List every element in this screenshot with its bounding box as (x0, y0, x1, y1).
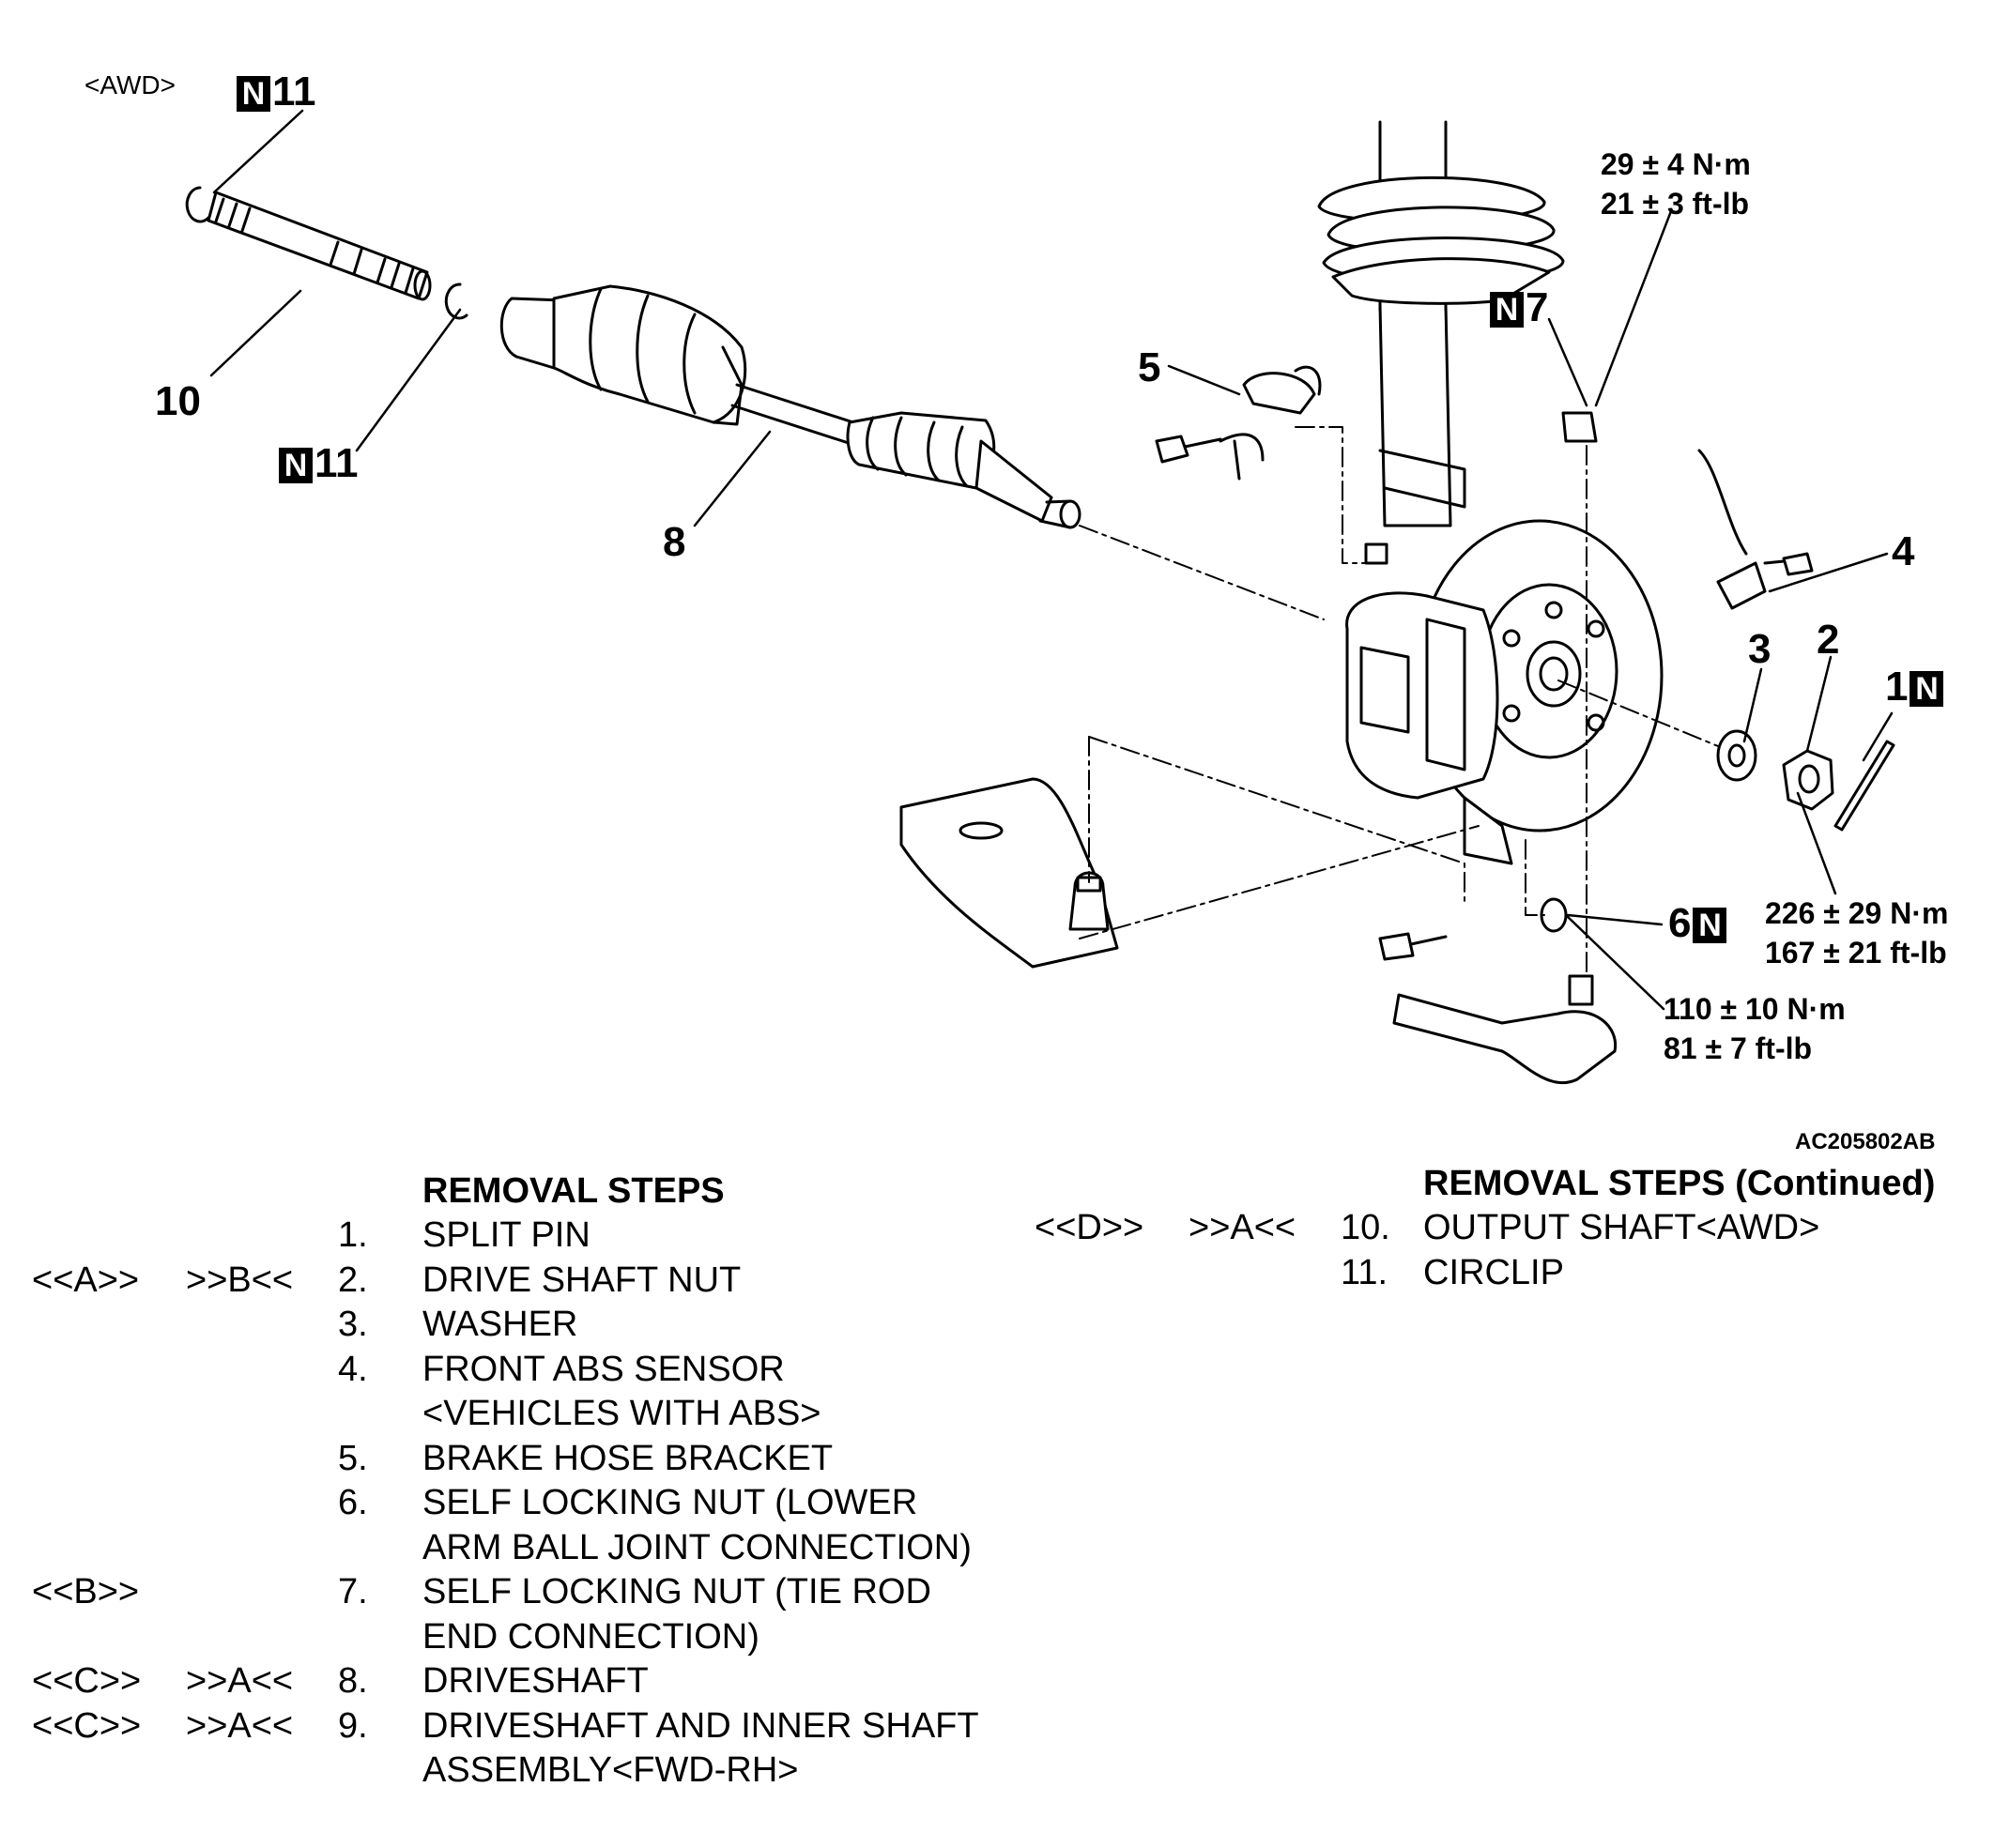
figure-id: AC205802AB (1795, 1129, 1936, 1154)
step-ref-right: >>A<< (186, 1661, 294, 1701)
abs-sensor-part (1697, 449, 1814, 610)
torque-7-nm: 29 ± 4 N·m (1601, 147, 1751, 181)
knuckle-bolt-part (1378, 932, 1448, 961)
step-text: <VEHICLES WITH ABS> (422, 1394, 821, 1433)
step-text: SELF LOCKING NUT (TIE ROD (422, 1572, 931, 1611)
callout-6-number: 6 (1668, 900, 1692, 946)
step-number: 8. (338, 1661, 368, 1701)
brake-hose-bracket-part (1155, 365, 1322, 481)
step-text: DRIVESHAFT AND INNER SHAFT (422, 1705, 979, 1746)
leader-lines (209, 109, 1894, 1011)
torque-spec-2: 226 ± 29 N·m 167 ± 21 ft-lb (1765, 893, 1948, 972)
step-text: FRONT ABS SENSOR (422, 1349, 785, 1389)
step-text: CIRCLIP (1423, 1252, 1564, 1292)
step-number: 7. (338, 1572, 368, 1611)
step-ref-right: >>A<< (186, 1705, 294, 1746)
torque-spec-7: 29 ± 4 N·m 21 ± 3 ft-lb (1601, 145, 1751, 223)
assembly-lines (1079, 426, 1719, 972)
torque-6-ftlb: 81 ± 7 ft-lb (1664, 1031, 1813, 1065)
torque-2-ftlb: 167 ± 21 ft-lb (1765, 936, 1947, 970)
split-pin-part (1833, 740, 1895, 832)
awd-tag: <AWD> (84, 70, 176, 99)
n-symbol-icon: N (1910, 671, 1944, 708)
callout-7-number: 7 (1526, 284, 1549, 330)
torque-2-nm: 226 ± 29 N·m (1765, 896, 1949, 930)
drive-shaft-nut-part (1782, 749, 1834, 811)
callout-1-number: 1 (1885, 664, 1909, 710)
step-ref-left: <<A>> (32, 1260, 140, 1300)
step-number: 1. (338, 1215, 368, 1255)
step-text: DRIVESHAFT (422, 1661, 649, 1701)
torque-spec-6: 110 ± 10 N·m 81 ± 7 ft-lb (1664, 989, 1846, 1068)
callout-10: 10 (155, 378, 201, 424)
n-symbol-icon: N (1490, 292, 1524, 328)
n-symbol-icon: N (279, 448, 313, 484)
callout-5: 5 (1138, 344, 1161, 390)
driveshaft-part (499, 284, 1081, 529)
step-number: 9. (338, 1705, 368, 1746)
n-symbol-icon: N (237, 76, 270, 113)
n-symbol-icon: N (1693, 908, 1727, 944)
step-number: 10. (1341, 1208, 1390, 1247)
callout-4: 4 (1892, 528, 1915, 574)
step-text: DRIVE SHAFT NUT (422, 1260, 742, 1300)
circlip-outer-part (185, 186, 210, 223)
step-number: 11. (1341, 1252, 1388, 1292)
exploded-view-illustration (185, 109, 1895, 1085)
step-text: WASHER (422, 1305, 578, 1344)
step-text: ASSEMBLY<FWD-RH> (422, 1750, 799, 1790)
step-number: 2. (338, 1260, 368, 1300)
tie-rod-end-part (1392, 974, 1618, 1085)
tie-rod-nut-part (1561, 411, 1598, 443)
strut-assembly-part (1317, 120, 1565, 565)
step-ref-left: <<C>> (32, 1705, 142, 1746)
step-number: 4. (338, 1349, 368, 1389)
step-ref-left: <<C>> (32, 1661, 142, 1701)
lower-arm-part (899, 777, 1119, 969)
torque-7-ftlb: 21 ± 3 ft-lb (1601, 187, 1750, 221)
callout-3: 3 (1748, 626, 1772, 672)
torque-6-nm: 110 ± 10 N·m (1664, 992, 1846, 1026)
output-shaft-part (185, 186, 468, 320)
step-text: BRAKE HOSE BRACKET (422, 1438, 834, 1478)
removal-steps-continued-title: REMOVAL STEPS (Continued) (1423, 1164, 1936, 1203)
callout-8: 8 (663, 519, 686, 565)
washer-part (1716, 729, 1757, 782)
callout-11-outer-number: 11 (272, 69, 316, 115)
step-ref-right: >>A<< (1189, 1208, 1296, 1247)
step-ref-left: <<B>> (32, 1572, 140, 1611)
knuckle-caliper-rotor-part (1345, 519, 1664, 865)
step-text: END CONNECTION) (422, 1616, 759, 1657)
step-number: 6. (338, 1483, 368, 1522)
step-number: 5. (338, 1438, 368, 1478)
step-text: OUTPUT SHAFT<AWD> (1423, 1208, 1820, 1247)
removal-steps-title: REMOVAL STEPS (422, 1171, 725, 1211)
step-text: SELF LOCKING NUT (LOWER (422, 1483, 918, 1522)
step-text: ARM BALL JOINT CONNECTION) (422, 1527, 972, 1567)
callout-11-inner-number: 11 (314, 440, 359, 486)
step-text: SPLIT PIN (422, 1215, 591, 1255)
step-ref-left: <<D>> (1035, 1208, 1144, 1247)
callout-2: 2 (1817, 617, 1840, 663)
circlip-inner-part (444, 283, 468, 320)
step-number: 3. (338, 1305, 368, 1344)
step-ref-right: >>B<< (186, 1260, 294, 1300)
